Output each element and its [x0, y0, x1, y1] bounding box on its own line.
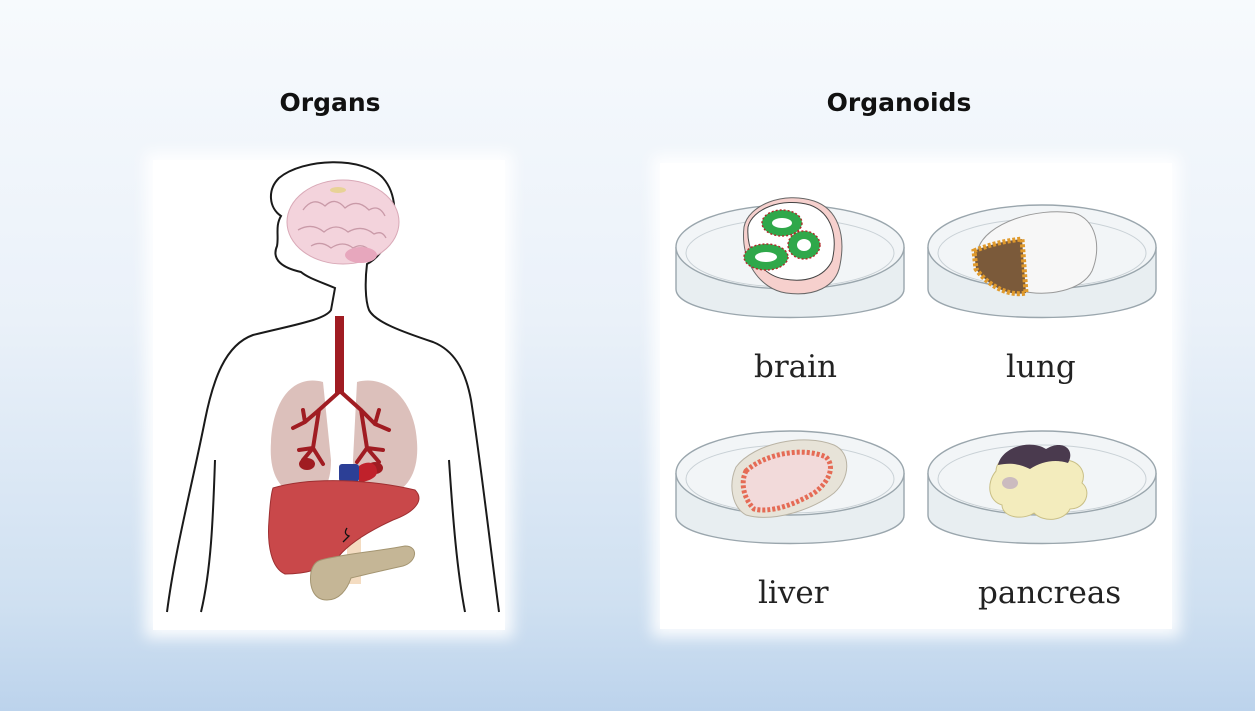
trachea [335, 316, 344, 394]
pancreas-label: pancreas [978, 575, 1121, 611]
liver-dish: liver [676, 431, 904, 611]
human-body-illustration [153, 160, 505, 630]
brain-label: brain [754, 349, 837, 385]
right-arm-line [449, 460, 465, 612]
brain-icon [287, 180, 399, 264]
organoids-panel: brain lung [660, 163, 1172, 629]
lung-label: lung [1006, 349, 1076, 385]
organoids-illustration: brain lung [660, 163, 1172, 629]
liver-label: liver [758, 575, 829, 611]
left-arm-line [201, 460, 215, 612]
lung-dish: lung [928, 205, 1156, 385]
organs-heading: Organs [180, 88, 480, 117]
organoids-heading: Organoids [749, 88, 1049, 117]
heart-icon [339, 463, 377, 482]
organs-panel [153, 160, 505, 630]
brain-dish: brain [676, 198, 904, 385]
pancreas-dish: pancreas [928, 431, 1156, 611]
